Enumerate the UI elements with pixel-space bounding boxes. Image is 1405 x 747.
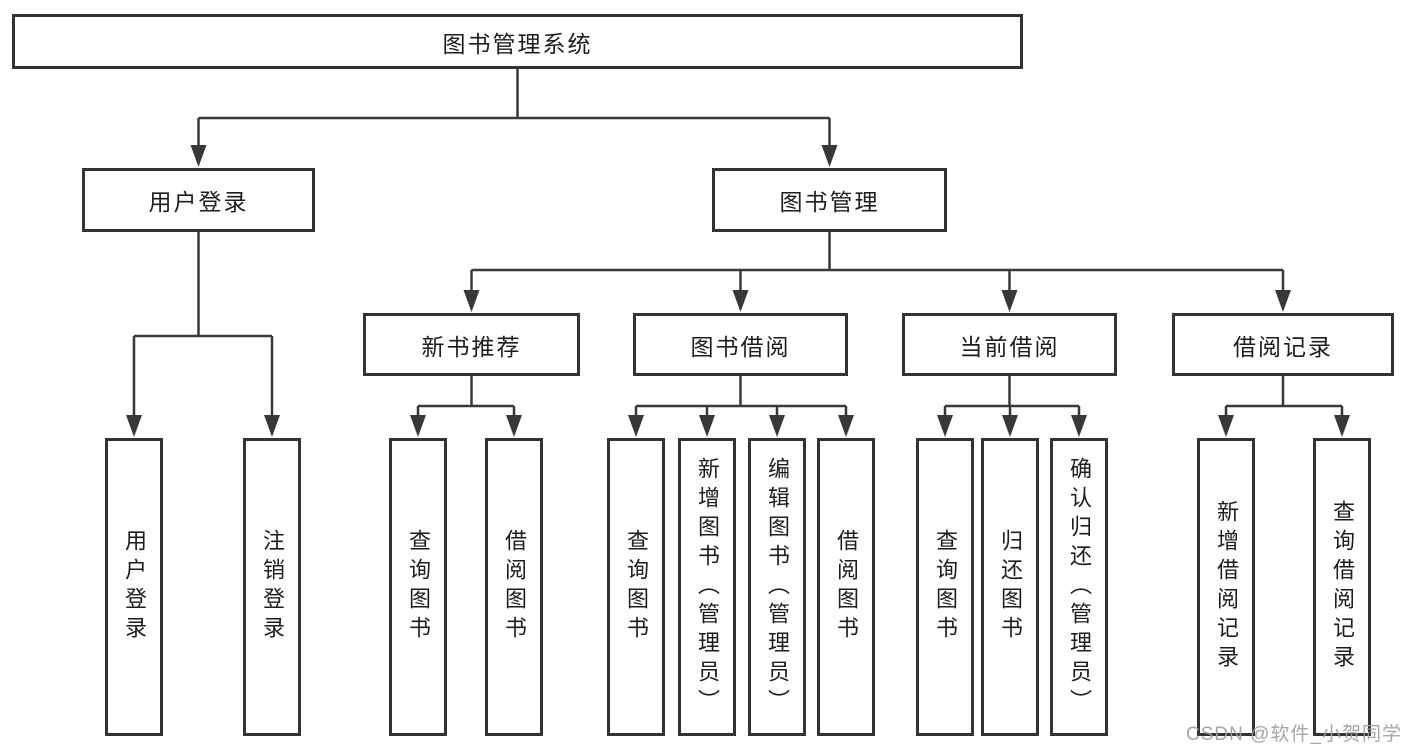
- node-leaf-logout: 注销登录: [243, 438, 301, 736]
- node-leaf-query-books-borrowing: 查询图书: [607, 438, 665, 736]
- node-leaf-confirm-return-admin: 确认归还（管理员）: [1050, 438, 1108, 736]
- node-leaf-add-borrow-record: 新增借阅记录: [1197, 438, 1255, 736]
- node-book-borrowing: 图书借阅: [633, 313, 848, 376]
- node-leaf-add-books-admin: 新增图书（管理员）: [678, 438, 736, 736]
- node-new-book-recommendation: 新书推荐: [363, 313, 580, 376]
- node-leaf-edit-books-admin: 编辑图书（管理员）: [748, 438, 806, 736]
- node-root-library-management-system: 图书管理系统: [12, 14, 1023, 69]
- node-leaf-query-books-current: 查询图书: [916, 438, 974, 736]
- arrowheads: [126, 145, 1350, 437]
- node-leaf-query-borrow-record: 查询借阅记录: [1313, 438, 1371, 736]
- node-book-management: 图书管理: [712, 168, 947, 232]
- node-leaf-borrow-books: 借阅图书: [817, 438, 875, 736]
- node-leaf-user-login: 用户登录: [105, 438, 163, 736]
- node-leaf-query-books-recommend: 查询图书: [389, 438, 447, 736]
- node-leaf-return-books: 归还图书: [981, 438, 1039, 736]
- node-current-borrowing: 当前借阅: [902, 313, 1117, 376]
- node-leaf-borrow-books-recommend: 借阅图书: [485, 438, 543, 736]
- csdn-watermark: CSDN @软件_小贺同学: [1186, 724, 1402, 745]
- node-borrowing-records: 借阅记录: [1172, 313, 1394, 376]
- node-user-login: 用户登录: [82, 168, 315, 232]
